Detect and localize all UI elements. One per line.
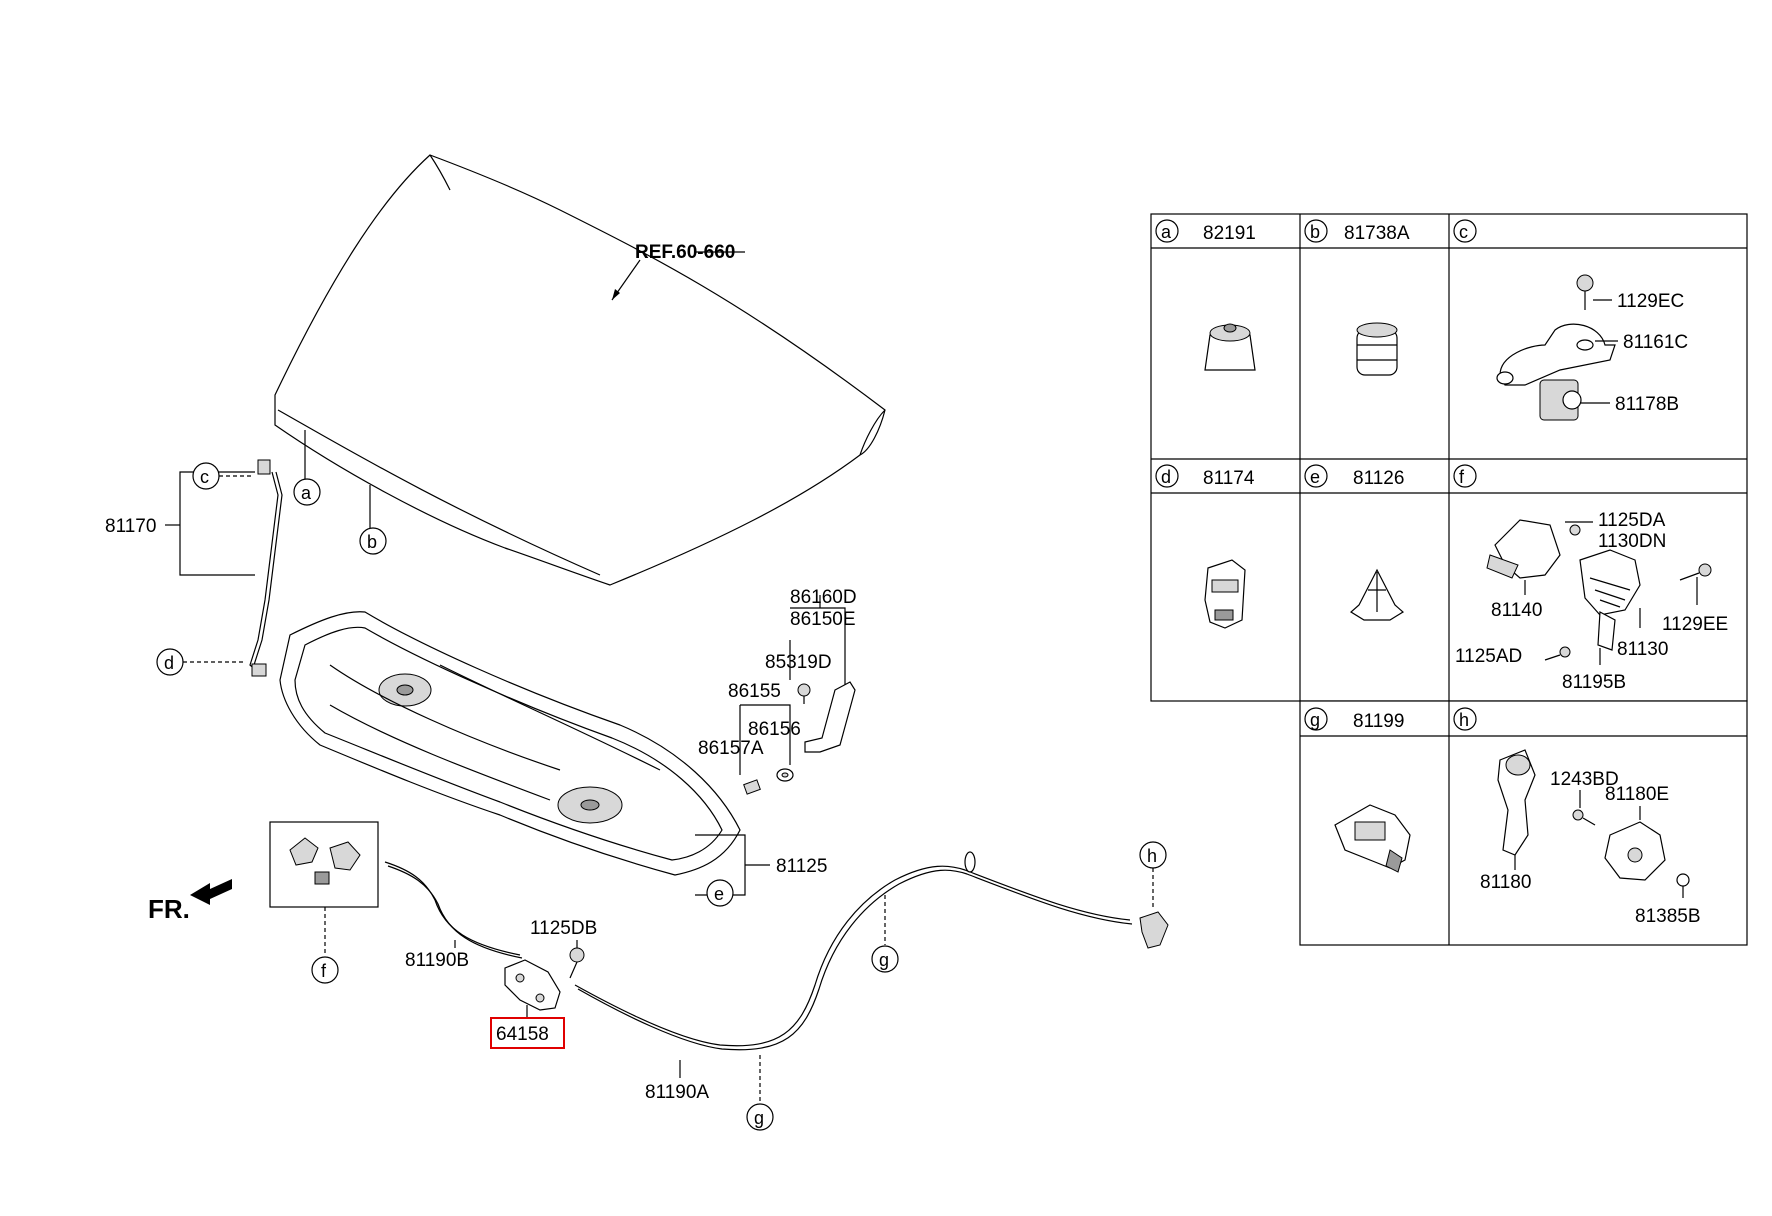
label-81190A: 81190A <box>645 1082 709 1103</box>
release-cable-81190B <box>384 861 523 959</box>
cell-f-item-81130: 81130 <box>1617 639 1668 660</box>
label-64158: 64158 <box>496 1024 549 1045</box>
callout-h-letter: h <box>1147 846 1157 866</box>
latch-detail-box <box>269 821 379 908</box>
clip-81199 <box>1334 804 1411 873</box>
cell-h-item-81385B: 81385B <box>1635 906 1701 927</box>
cell-h-item-81180: 81180 <box>1480 872 1531 893</box>
label-86156: 86156 <box>748 719 801 740</box>
cell-a-header: a 82191 <box>1155 219 1256 244</box>
callout-g-upper-letter: g <box>879 950 889 970</box>
cell-f-item-81195B: 81195B <box>1562 672 1626 693</box>
hood-panel <box>274 154 886 586</box>
svg-text:e: e <box>1310 467 1320 487</box>
clip-86157A <box>743 779 761 795</box>
clip-81174 <box>1204 559 1246 629</box>
bumper-82191 <box>1204 323 1256 371</box>
callout-g-lower <box>746 1103 774 1131</box>
cell-c-item-1129EC: 1129EC <box>1617 291 1684 312</box>
release-handle-end <box>1139 911 1169 949</box>
callout-f-letter: f <box>321 961 327 981</box>
cell-h-item-1243BD: 1243BD <box>1550 769 1619 790</box>
cell-d-header: d 81174 <box>1155 464 1255 489</box>
svg-text:h: h <box>1459 710 1469 730</box>
svg-text:d: d <box>1161 467 1171 487</box>
cell-g-header: g 81199 <box>1304 707 1404 732</box>
hood-latch-64158 <box>504 959 561 1011</box>
clamp-assembly-c <box>1496 274 1616 421</box>
cell-g-part: 81199 <box>1353 711 1404 732</box>
label-81125: 81125 <box>776 856 827 877</box>
hood-emblem-bracket <box>804 681 856 753</box>
callout-g-lower-letter: g <box>754 1108 764 1128</box>
callout-a-letter: a <box>301 483 312 503</box>
release-handle-h <box>1497 749 1536 856</box>
bolt-1125DB <box>569 947 585 979</box>
grommet-86156 <box>776 768 794 782</box>
hood-stay-rod <box>249 459 283 677</box>
screw-85319D <box>797 683 811 704</box>
latch-assembly-f <box>1486 519 1712 661</box>
cell-c-item-81161C: 81161C <box>1623 332 1688 353</box>
cell-a-part: 82191 <box>1203 223 1256 244</box>
cell-b-header: b 81738A <box>1304 219 1410 244</box>
svg-text:f: f <box>1459 467 1465 487</box>
label-86155: 86155 <box>728 681 781 702</box>
callout-g-upper <box>871 945 899 973</box>
label-86157A: 86157A <box>698 738 764 759</box>
cell-h-header: h <box>1453 707 1477 731</box>
cell-f-item-1130DN: 1130DN <box>1598 531 1666 552</box>
highlight-box-64158 <box>490 1017 565 1049</box>
callout-a <box>293 478 321 506</box>
cell-b-part: 81738A <box>1344 223 1410 244</box>
cell-f-header: f <box>1453 464 1477 488</box>
label-86160D: 86160D <box>790 587 857 608</box>
front-arrow <box>190 879 232 905</box>
cell-f-item-1129EE: 1129EE <box>1662 614 1728 635</box>
callout-b <box>359 527 387 555</box>
label-81170: 81170 <box>105 516 156 537</box>
cell-f-item-1125AD: 1125AD <box>1455 646 1522 667</box>
svg-text:g: g <box>1310 710 1320 730</box>
svg-text:b: b <box>1310 222 1320 242</box>
cell-d-part: 81174 <box>1203 468 1255 489</box>
label-1125DB: 1125DB <box>530 918 597 939</box>
cell-c-header: c <box>1453 219 1477 243</box>
callout-e-letter: e <box>714 884 724 904</box>
latch-thumbnail <box>289 837 361 885</box>
callout-e <box>706 879 734 907</box>
ref-label: REF.60-660 <box>635 242 735 263</box>
cell-e-header: e 81126 <box>1304 464 1404 489</box>
label-86150E: 86150E <box>790 609 856 630</box>
cell-f-item-1125DA: 1125DA <box>1598 510 1666 531</box>
cell-f-item-81140: 81140 <box>1491 600 1542 621</box>
label-81190B: 81190B <box>405 950 469 971</box>
handle-bracket-81180E <box>1572 809 1690 887</box>
svg-text:a: a <box>1161 222 1172 242</box>
callout-c-letter: c <box>200 467 209 487</box>
svg-text:c: c <box>1459 222 1468 242</box>
cell-c-item-81178B: 81178B <box>1615 394 1679 415</box>
bumper-81738A <box>1356 322 1398 376</box>
callout-b-letter: b <box>367 532 377 552</box>
clip-81126 <box>1349 568 1405 621</box>
label-85319D: 85319D <box>765 652 832 673</box>
cell-h-item-81180E: 81180E <box>1605 784 1669 805</box>
front-label: FR. <box>148 894 190 924</box>
hood-insulator-pad <box>279 611 741 876</box>
release-cable-81190A <box>574 851 1133 1051</box>
cell-e-part: 81126 <box>1353 468 1404 489</box>
callout-f <box>311 956 339 984</box>
parts-table <box>1150 213 1748 946</box>
callout-d-letter: d <box>164 653 174 673</box>
